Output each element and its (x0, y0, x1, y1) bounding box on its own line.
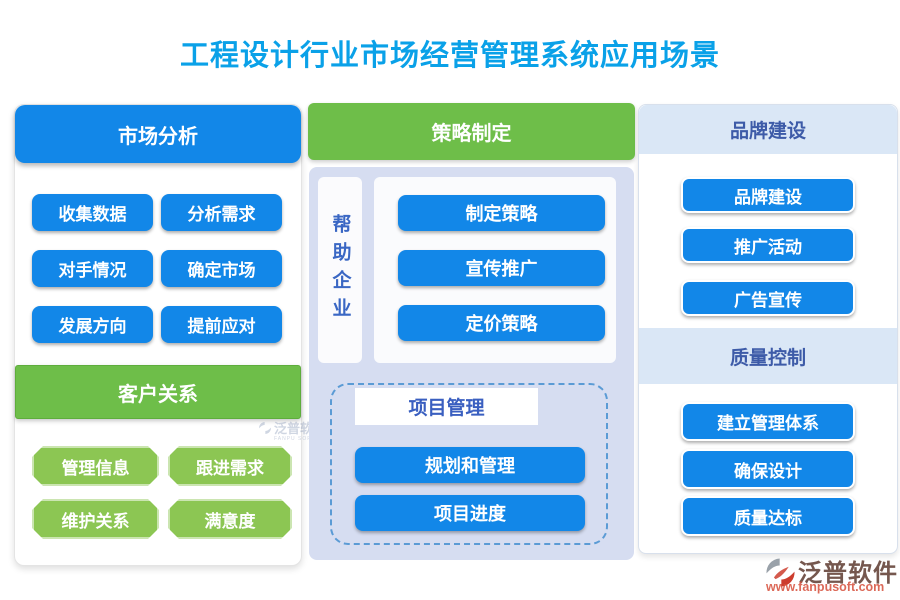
node-advertising: 广告宣传 (681, 280, 855, 316)
strategy-panel: 帮助企业 制定策略 宣传推广 定价策略 项目管理 规划和管理 项目进度 (309, 167, 634, 560)
node-development-direction: 发展方向 (32, 306, 153, 343)
node-manage-info: 管理信息 (32, 446, 159, 486)
node-make-strategy: 制定策略 (398, 195, 605, 231)
fanpu-logo-url: www.fanpusoft.com (766, 580, 885, 594)
project-management-title: 项目管理 (355, 388, 538, 425)
node-plan-and-manage: 规划和管理 (355, 447, 585, 483)
node-brand-building: 品牌建设 (681, 177, 855, 213)
page-title: 工程设计行业市场经营管理系统应用场景 (179, 40, 720, 72)
node-follow-demand: 跟进需求 (168, 446, 292, 486)
node-promotion: 宣传推广 (398, 250, 605, 286)
strategy-inner-panel: 制定策略 宣传推广 定价策略 (374, 177, 616, 363)
node-analyze-demand: 分析需求 (161, 194, 282, 231)
brand-quality-panel: 品牌建设 品牌建设 推广活动 广告宣传 质量控制 建立管理体系 确保设计 质量达… (638, 104, 898, 554)
node-competitor-info: 对手情况 (32, 250, 153, 287)
help-enterprise-label: 帮助企业 (318, 177, 362, 363)
customer-relations-header: 客户关系 (15, 365, 301, 419)
node-project-progress: 项目进度 (355, 495, 585, 531)
node-pricing-strategy: 定价策略 (398, 305, 605, 341)
node-promo-activities: 推广活动 (681, 227, 855, 263)
node-ensure-design: 确保设计 (681, 449, 855, 489)
project-management-box: 项目管理 规划和管理 项目进度 (330, 383, 608, 545)
market-analysis-panel: 市场分析 收集数据 分析需求 对手情况 确定市场 发展方向 提前应对 客户关系 … (14, 104, 333, 566)
node-collect-data: 收集数据 (32, 194, 153, 231)
watermark-logo-icon (259, 422, 271, 434)
strategy-header: 策略制定 (308, 103, 635, 160)
node-build-mgmt-system: 建立管理体系 (681, 402, 855, 441)
node-satisfaction: 满意度 (168, 499, 292, 539)
fanpu-logo-name: 泛普软件 (798, 560, 898, 587)
fanpu-logo: 泛普软件 www.fanpusoft.com (752, 549, 898, 597)
node-quality-standard: 质量达标 (681, 496, 855, 536)
market-analysis-header: 市场分析 (15, 105, 301, 163)
node-advance-response: 提前应对 (161, 306, 282, 343)
quality-control-header: 质量控制 (639, 328, 897, 384)
node-maintain-relations: 维护关系 (32, 499, 159, 539)
node-define-market: 确定市场 (161, 250, 282, 287)
brand-building-header: 品牌建设 (639, 105, 897, 154)
fanpu-logo-icon (766, 558, 795, 587)
